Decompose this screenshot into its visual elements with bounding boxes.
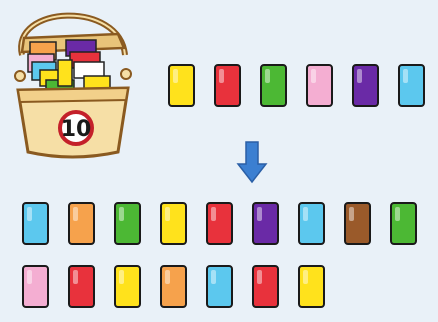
row1-card-red: [206, 202, 233, 245]
row1-card-purple: [252, 202, 279, 245]
row1-card-yellow: [160, 202, 187, 245]
row2-card-yellow: [298, 265, 325, 308]
row1-card-brown: [344, 202, 371, 245]
row1-card-blue: [298, 202, 325, 245]
row1-card-blue: [22, 202, 49, 245]
card-basket: 10: [0, 0, 140, 165]
row2-card-orange: [160, 265, 187, 308]
row2-card-red: [68, 265, 95, 308]
top-card-red: [214, 64, 241, 107]
down-arrow-icon: [236, 140, 268, 184]
row2-card-pink: [22, 265, 49, 308]
top-card-blue: [398, 64, 425, 107]
row2-card-blue: [206, 265, 233, 308]
top-card-purple: [352, 64, 379, 107]
row2-card-yellow: [114, 265, 141, 308]
row1-card-green: [114, 202, 141, 245]
top-card-green: [260, 64, 287, 107]
basket-count: 10: [61, 117, 92, 142]
row2-card-red: [252, 265, 279, 308]
top-card-yellow: [168, 64, 195, 107]
row1-card-green: [390, 202, 417, 245]
row1-card-orange: [68, 202, 95, 245]
top-card-pink: [306, 64, 333, 107]
